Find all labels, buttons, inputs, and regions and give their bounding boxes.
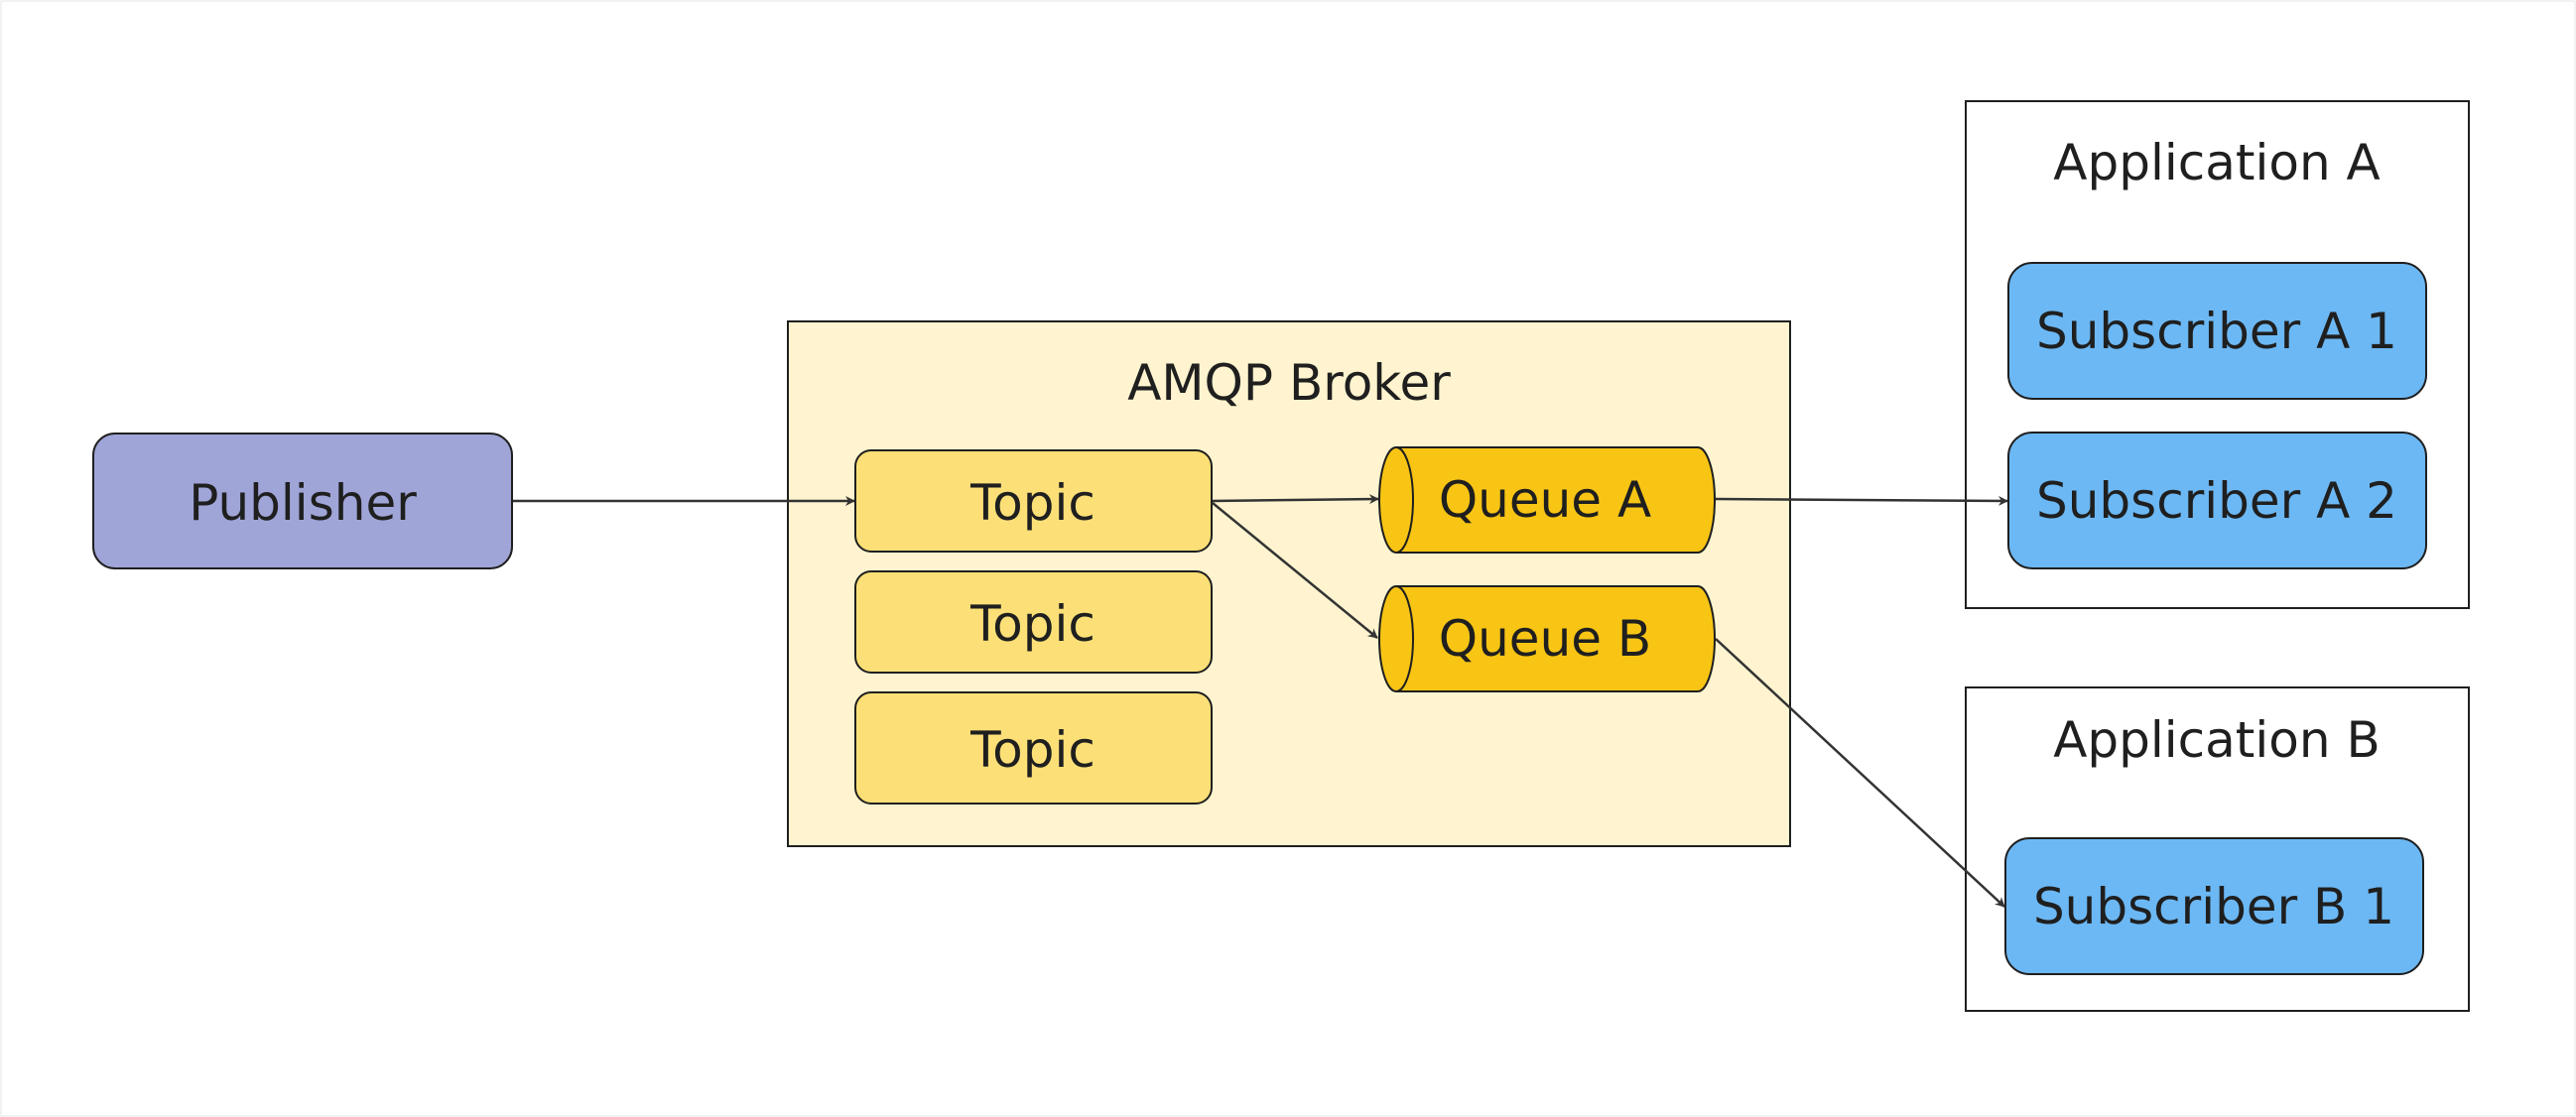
queue-b-body [1378, 585, 1716, 692]
queue-a-node: Queue A [1378, 446, 1716, 554]
subscriber-b1-node: Subscriber B 1 [2004, 837, 2424, 975]
queue-b-cap [1395, 585, 1414, 692]
publisher-node: Publisher [92, 433, 513, 569]
topic-label: Topic [969, 595, 1095, 653]
topic-node: Topic [854, 449, 1213, 553]
publisher-box [92, 433, 513, 569]
queue-a-body [1378, 446, 1716, 554]
topic-box [854, 570, 1213, 674]
arrow-topic-to-queue-b [1212, 502, 1378, 639]
queue-b-node: Queue B [1378, 585, 1716, 692]
subscriber-a1-box [2007, 262, 2427, 400]
topic-label: Topic [969, 474, 1095, 532]
queue-b-label: Queue B [1439, 610, 1651, 668]
subscriber-a2-label: Subscriber A 2 [2036, 472, 2397, 530]
application-b-title: Application B [2053, 711, 2381, 769]
topic-node: Topic [854, 570, 1213, 674]
arrow-topic-to-queue-a [1212, 494, 1379, 505]
subscriber-b1-label: Subscriber B 1 [2033, 878, 2394, 935]
application-a-title: Application A [2053, 134, 2380, 191]
topic-box [854, 691, 1213, 805]
subscriber-b1-box [2004, 837, 2424, 975]
topic-node: Topic [854, 691, 1213, 805]
application-b: Application B Subscriber B 1 [1965, 686, 2470, 1012]
subscriber-a1-node: Subscriber A 1 [2007, 262, 2427, 400]
arrow-queue-a-to-subscriber-a2 [1715, 495, 2008, 506]
amqp-broker: AMQP Broker Topic Topic Topic Queue A Qu… [787, 320, 1791, 847]
subscriber-a1-label: Subscriber A 1 [2036, 303, 2397, 360]
connectors [513, 494, 2008, 908]
subscriber-a2-box [2007, 432, 2427, 569]
queue-a-label: Queue A [1439, 471, 1651, 529]
queue-a-cap [1395, 446, 1414, 554]
arrow-queue-b-to-subscriber-b1 [1715, 638, 2005, 908]
broker-title: AMQP Broker [1127, 354, 1451, 412]
subscriber-a2-node: Subscriber A 2 [2007, 432, 2427, 569]
topic-box [854, 449, 1213, 553]
application-a: Application A Subscriber A 1 Subscriber … [1965, 100, 2470, 609]
publisher-label: Publisher [189, 474, 417, 532]
topic-label: Topic [969, 721, 1095, 779]
